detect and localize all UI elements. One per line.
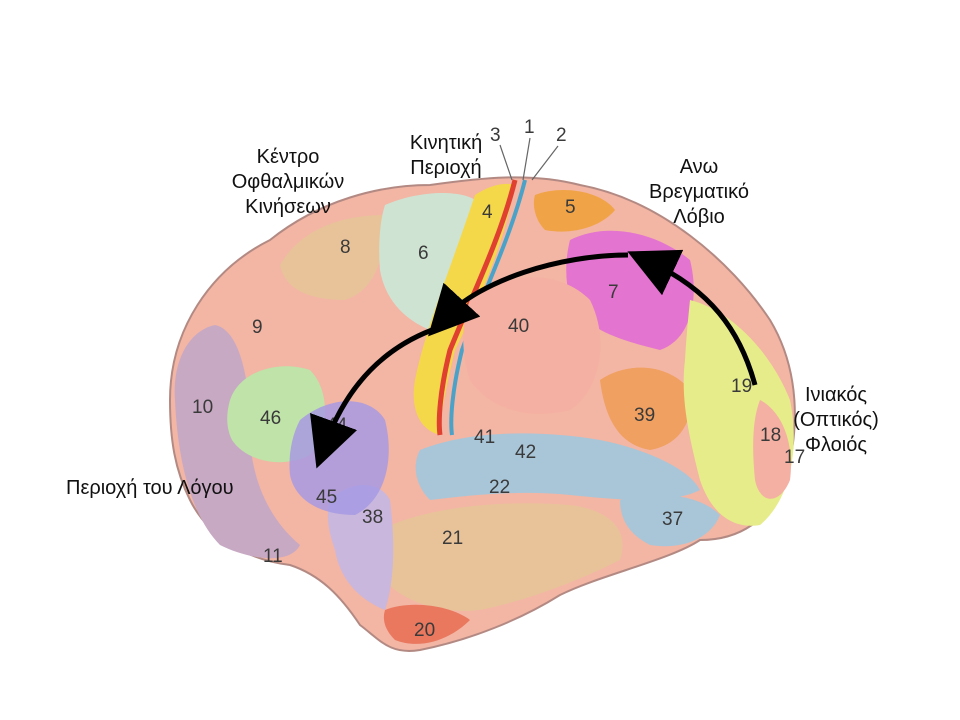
area-number-46: 46 — [260, 408, 281, 429]
leader-line-3 — [499, 144, 513, 181]
area-number-39: 39 — [634, 405, 655, 426]
area-number-41: 41 — [474, 427, 495, 448]
area-number-2: 2 — [556, 125, 567, 146]
region-area-18 — [753, 400, 791, 499]
area-number-11: 11 — [263, 546, 283, 567]
region-area-40 — [463, 277, 601, 414]
area-number-42: 42 — [515, 442, 536, 463]
area-number-38: 38 — [362, 507, 383, 528]
label-line: Περιοχή του Λόγου — [66, 477, 234, 499]
label-line: Κινητική — [409, 132, 483, 154]
label-line: Ανω — [679, 156, 719, 178]
area-number-5: 5 — [565, 197, 576, 218]
label-line: Κέντρο — [256, 146, 320, 168]
arrow-occipital-to-parietal — [627, 249, 758, 386]
label-speech-area: Περιοχή του Λόγου — [66, 476, 286, 501]
area-number-17: 17 — [784, 447, 805, 468]
area-number-18: 18 — [760, 425, 781, 446]
leader-line-2 — [531, 145, 559, 181]
label-line: Φλοιός — [805, 434, 867, 456]
area-number-9: 9 — [252, 317, 263, 338]
region-area-21 — [375, 503, 623, 611]
label-line: Κινήσεων — [245, 196, 331, 218]
arrow-parietal-to-motor — [428, 252, 629, 337]
pathway-arrows — [310, 249, 758, 469]
region-area-39 — [600, 367, 691, 450]
region-area-6 — [379, 193, 475, 330]
label-occipital-cortex: Ινιακός (Οπτικός) Φλοιός — [774, 383, 898, 458]
label-line: Ινιακός — [804, 384, 868, 406]
region-area-22 — [415, 433, 700, 500]
leader-line-1 — [522, 137, 531, 181]
area-number-22: 22 — [489, 477, 510, 498]
area-number-10: 10 — [192, 397, 213, 418]
label-oculomotor-center: Κέντρο Οφθαλμικών Κινήσεων — [208, 145, 368, 220]
leader-lines — [499, 137, 559, 181]
label-motor-area: Κινητική Περιοχή — [384, 131, 508, 181]
area-numbers: 1 2 3 4 5 6 7 8 9 10 11 17 18 19 20 21 2… — [192, 117, 805, 641]
area-number-20: 20 — [414, 620, 435, 641]
label-line: Οφθαλμικών — [231, 171, 345, 193]
area-number-8: 8 — [340, 237, 351, 258]
arrow-motor-to-speech — [310, 327, 433, 469]
area-number-21: 21 — [442, 528, 463, 549]
area-number-45: 45 — [316, 487, 337, 508]
label-line: Βρεγματικό — [649, 181, 749, 203]
area-number-3: 3 — [490, 125, 501, 146]
label-superior-parietal-lobule: Ανω Βρεγματικό Λόβιο — [626, 155, 772, 230]
area-number-7: 7 — [608, 282, 619, 303]
label-line: Περιοχή — [410, 157, 482, 179]
area-number-40: 40 — [508, 316, 529, 337]
region-area-20 — [383, 604, 470, 644]
area-number-1: 1 — [524, 117, 535, 138]
area-number-37: 37 — [662, 509, 683, 530]
region-area-5 — [533, 190, 615, 232]
region-area-38 — [327, 485, 394, 610]
region-area-3-strip — [436, 179, 518, 436]
region-area-37 — [620, 495, 720, 547]
region-area-8 — [280, 215, 385, 300]
label-line: Λόβιο — [673, 206, 725, 228]
area-number-4: 4 — [482, 202, 493, 223]
area-number-19: 19 — [731, 376, 752, 397]
label-line: (Οπτικός) — [793, 409, 879, 431]
area-number-6: 6 — [418, 243, 429, 264]
